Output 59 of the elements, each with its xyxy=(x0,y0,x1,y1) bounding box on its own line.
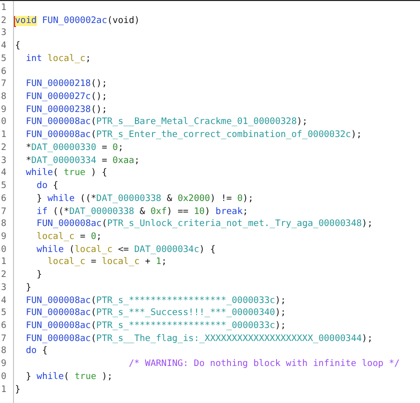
code-line: do { xyxy=(36,180,58,193)
line-number: 8 xyxy=(1,91,6,104)
code-line: FUN_000008ac(PTR_s__The_flag_is:_XXXXXXXXXXXXXXXXXXXX_00000344); xyxy=(26,332,373,346)
code-line: FUN_000008ac(PTR_s_***_Success!!!_***_00000340); xyxy=(26,307,286,320)
line-number: 3 xyxy=(1,282,6,295)
line-number: 9 xyxy=(1,230,6,244)
line-number: 5 xyxy=(1,180,6,193)
line-number: 6 xyxy=(1,320,6,333)
line-number: 0 xyxy=(1,116,6,130)
line-number: 2 xyxy=(1,269,6,282)
code-line: FUN_000008ac(PTR_s_Enter_the_correct_combination_of_0000032c); xyxy=(26,129,362,142)
line-number: 9 xyxy=(1,358,6,371)
line-number: 2 xyxy=(1,142,6,155)
line-number: 2 xyxy=(1,14,6,28)
line-number: 3 xyxy=(1,154,6,168)
line-number: 1 xyxy=(1,256,6,270)
line-number: 9 xyxy=(1,104,6,116)
code-line: FUN_0000027c(); xyxy=(26,91,108,104)
code-line: FUN_000008ac(PTR_s_Unlock_criteria_not_met._Try_aga_00000348); xyxy=(36,218,373,231)
code-line: local_c = local_c + 1; xyxy=(48,256,167,270)
code-line: FUN_00000218(); xyxy=(26,78,108,92)
code-line: } while( true ); xyxy=(26,370,113,384)
line-number: 5 xyxy=(1,52,6,66)
line-number: 7 xyxy=(1,332,6,346)
line-number: 1 xyxy=(1,2,6,15)
code-line: int local_c; xyxy=(26,52,91,66)
code-line: if ((*DAT_00000338 & 0xf) == 10) break; xyxy=(36,206,248,218)
line-number: 4 xyxy=(1,167,6,180)
line-number: 1 xyxy=(1,129,6,142)
code-line: FUN_00000238(); xyxy=(26,104,108,116)
line-number: 6 xyxy=(1,66,6,78)
code-line: *DAT_00000334 = 0xaa; xyxy=(26,154,140,168)
code-line: FUN_000008ac(PTR_s_******************_0000033c); xyxy=(26,294,286,308)
line-number: 8 xyxy=(1,345,6,358)
code-line: *DAT_00000330 = 0; xyxy=(26,142,124,155)
line-number: 3 xyxy=(1,27,6,40)
line-number: 4 xyxy=(1,40,6,53)
code-line: local_c = 0; xyxy=(36,230,102,244)
code-line: while (local_c <= DAT_0000034c) { xyxy=(36,244,216,256)
code-line: /* WARNING: Do nothing block with infinite loop */ xyxy=(128,358,400,371)
code-line: } xyxy=(26,282,32,295)
line-number: 4 xyxy=(1,294,6,308)
line-number: 8 xyxy=(1,218,6,231)
line-number: 0 xyxy=(1,244,6,256)
line-number: 7 xyxy=(1,206,6,218)
code-line: FUN_000008ac(PTR_s_******************_0000033c); xyxy=(26,320,286,333)
code-line: } xyxy=(36,269,42,282)
line-number: 0 xyxy=(1,370,6,384)
code-line: do { xyxy=(26,345,48,358)
code-line: while( true ) { xyxy=(26,167,108,180)
code-line: { xyxy=(15,40,20,53)
code-line: } while ((*DAT_00000338 & 0x2000) != 0); xyxy=(36,192,254,206)
line-number: 6 xyxy=(1,192,6,206)
code-line: } xyxy=(15,384,20,396)
code-line: void FUN_000002ac(void) xyxy=(15,14,140,28)
line-number: 1 xyxy=(1,384,6,396)
code-line: FUN_000008ac(PTR_s__Bare_Metal_Crackme_01_00000328); xyxy=(26,116,308,130)
line-number: 5 xyxy=(1,307,6,320)
line-number: 7 xyxy=(1,78,6,92)
